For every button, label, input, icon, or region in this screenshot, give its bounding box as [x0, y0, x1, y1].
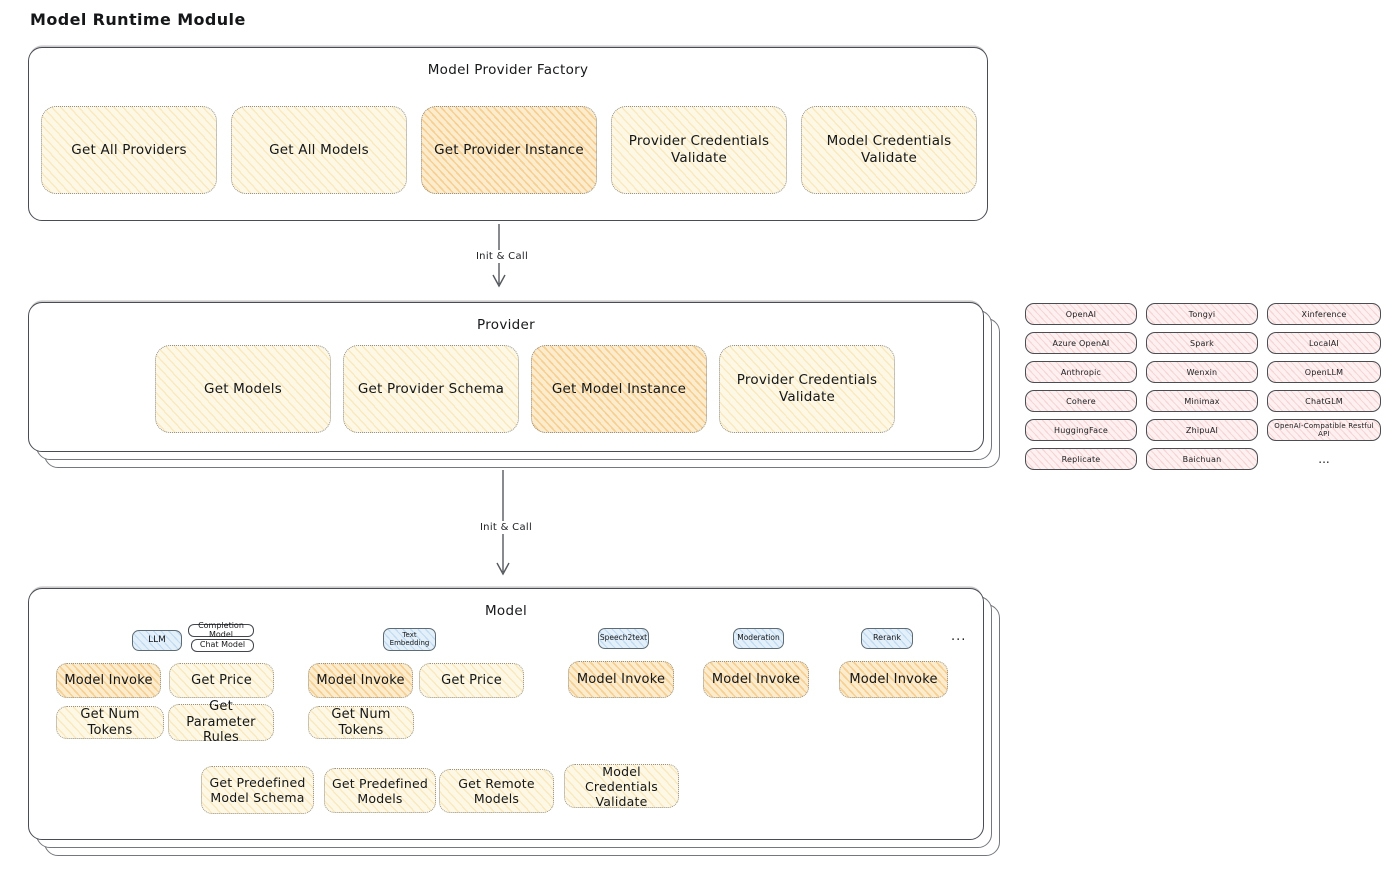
action-speech2text-model-invoke: Model Invoke — [568, 661, 674, 698]
page-title: Model Runtime Module — [30, 10, 246, 29]
model-container: Model LLM Completion Model Chat Model Mo… — [28, 588, 984, 840]
model-type-chip-speech2text: Speech2text — [598, 628, 649, 649]
action-llm-model-invoke: Model Invoke — [56, 663, 161, 698]
provider-pill-openai: OpenAI — [1025, 303, 1137, 325]
provider-item-get-models: Get Models — [155, 345, 331, 433]
provider-pill-baichuan: Baichuan — [1146, 448, 1258, 470]
provider-pill-wenxin: Wenxin — [1146, 361, 1258, 383]
model-type-chip-moderation: Moderation — [733, 628, 784, 649]
provider-pill-cohere: Cohere — [1025, 390, 1137, 412]
model-type-chip-llm: LLM — [132, 630, 182, 651]
model-subtype-chip-completion-model: Completion Model — [188, 621, 254, 638]
action-text-embedding-get-price: Get Price — [419, 663, 524, 698]
provider-pill-xinference: Xinference — [1267, 303, 1381, 325]
action-model-credentials-validate: Model Credentials Validate — [564, 764, 679, 809]
action-get-predefined-models: Get Predefined Models — [324, 768, 436, 813]
arrow-label-init-call-1: Init & Call — [462, 250, 542, 263]
action-llm-get-parameter-rules: Get Parameter Rules — [168, 699, 274, 745]
action-rerank-model-invoke: Model Invoke — [839, 661, 948, 698]
factory-item-get-provider-instance: Get Provider Instance — [421, 106, 597, 194]
provider-title: Provider — [477, 317, 535, 333]
provider-pill-minimax: Minimax — [1146, 390, 1258, 412]
action-get-remote-models: Get Remote Models — [439, 769, 554, 813]
provider-pill-openai-compatible-restful-api: OpenAI-Compatible Restful API — [1267, 419, 1381, 441]
provider-pill-anthropic: Anthropic — [1025, 361, 1137, 383]
factory-title: Model Provider Factory — [427, 62, 589, 78]
model-types-more-indicator: ... — [951, 629, 967, 644]
factory-item-get-all-models: Get All Models — [231, 106, 407, 194]
arrow-label-init-call-2: Init & Call — [466, 521, 546, 534]
providers-grid-more-indicator: ... — [1318, 452, 1330, 466]
provider-pill-localai: LocalAI — [1267, 332, 1381, 354]
provider-pill-spark: Spark — [1146, 332, 1258, 354]
provider-pill-replicate: Replicate — [1025, 448, 1137, 470]
provider-item-get-model-instance: Get Model Instance — [531, 345, 707, 433]
model-type-chip-text-embedding: Text Embedding — [383, 628, 436, 651]
factory-container: Model Provider Factory Get All Providers… — [28, 47, 988, 221]
provider-pill-zhipuai: ZhipuAI — [1146, 419, 1258, 441]
provider-item-get-provider-schema: Get Provider Schema — [343, 345, 519, 433]
action-moderation-model-invoke: Model Invoke — [703, 661, 809, 698]
factory-item-provider-credentials-validate: Provider Credentials Validate — [611, 106, 787, 194]
provider-pill-tongyi: Tongyi — [1146, 303, 1258, 325]
model-subtype-chip-chat-model: Chat Model — [191, 639, 254, 652]
provider-pill-openllm: OpenLLM — [1267, 361, 1381, 383]
action-get-predefined-model-schema: Get Predefined Model Schema — [201, 766, 314, 814]
model-type-chip-rerank: Rerank — [861, 628, 913, 649]
action-text-embedding-get-num-tokens: Get Num Tokens — [308, 706, 414, 739]
provider-item-provider-credentials-validate: Provider Credentials Validate — [719, 345, 895, 433]
factory-item-get-all-providers: Get All Providers — [41, 106, 217, 194]
action-llm-get-num-tokens: Get Num Tokens — [56, 706, 164, 739]
provider-pill-huggingface: HuggingFace — [1025, 419, 1137, 441]
factory-item-model-credentials-validate: Model Credentials Validate — [801, 106, 977, 194]
provider-pill-azure-openai: Azure OpenAI — [1025, 332, 1137, 354]
model-title: Model — [484, 603, 528, 619]
action-llm-get-price: Get Price — [169, 663, 274, 698]
action-text-embedding-model-invoke: Model Invoke — [308, 663, 413, 698]
provider-pill-chatglm: ChatGLM — [1267, 390, 1381, 412]
